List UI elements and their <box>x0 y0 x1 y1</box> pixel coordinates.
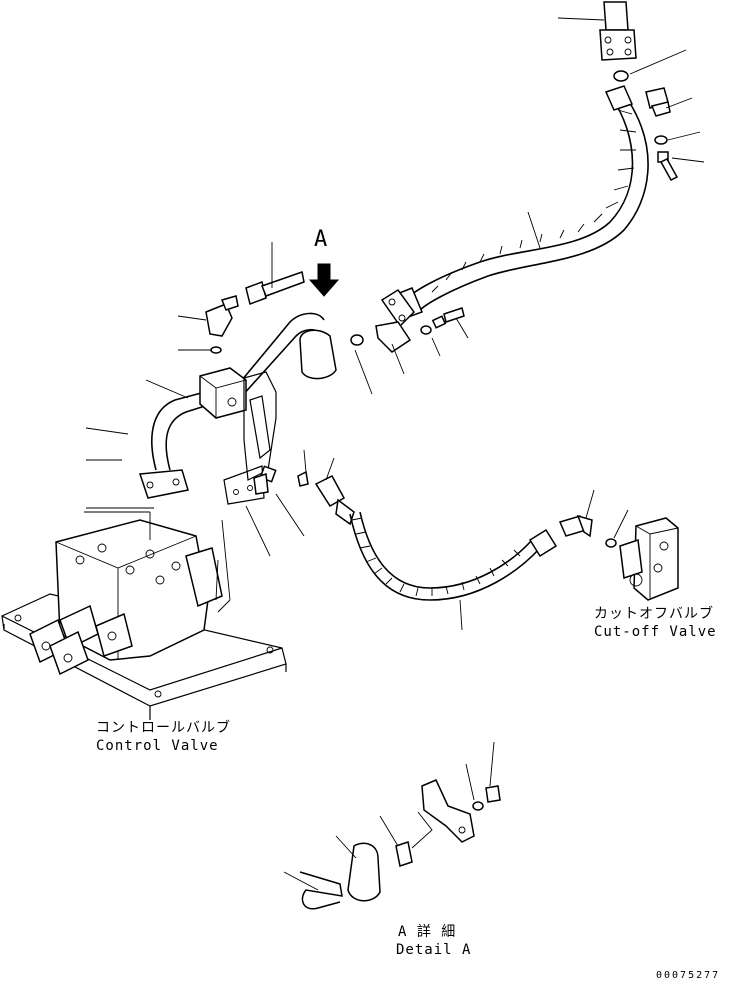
control-valve-drawing <box>1 519 287 720</box>
hose-upper-flange <box>380 288 415 328</box>
tube-lower-flange <box>138 469 189 499</box>
steel-tube <box>151 312 337 471</box>
detail-a-drawing <box>299 779 501 910</box>
cutoff-valve-label-en: Cut-off Valve <box>594 624 717 640</box>
elbow-fitting-right <box>558 514 593 538</box>
bolt-mid <box>431 307 465 329</box>
control-valve-label-jp: コントロールバルブ <box>96 720 231 736</box>
o-ring-bracket <box>297 470 309 487</box>
washer-mid <box>420 325 432 335</box>
o-ring-mid <box>350 334 364 346</box>
leader-lines <box>84 17 705 891</box>
washer-top <box>654 135 668 145</box>
cutoff-valve-drawing <box>619 517 679 601</box>
bolt-bracket <box>253 465 277 495</box>
control-valve-label-en: Control Valve <box>96 738 219 754</box>
o-ring-left <box>210 346 222 354</box>
hose-lower <box>314 475 558 601</box>
mounting-bracket <box>223 371 277 505</box>
drawing-number: 00075277 <box>656 970 721 981</box>
bolt-top <box>657 151 679 181</box>
cutoff-valve-label-jp: カットオフバルブ <box>594 606 714 622</box>
view-arrow <box>308 263 340 297</box>
hose-upper <box>391 85 649 321</box>
detail-a-label-en: Detail A <box>396 942 472 958</box>
view-marker-label: A <box>314 227 328 252</box>
split-flange-mid <box>375 321 412 353</box>
long-bolt <box>245 271 305 305</box>
top-flange-assembly <box>599 1 637 61</box>
o-ring-right <box>605 538 617 548</box>
split-flange-top <box>645 87 671 117</box>
elbow-fitting-left <box>205 295 239 337</box>
tube-block <box>199 367 247 419</box>
o-ring-top <box>613 70 629 82</box>
detail-a-label-jp: A 詳 細 <box>398 924 457 940</box>
